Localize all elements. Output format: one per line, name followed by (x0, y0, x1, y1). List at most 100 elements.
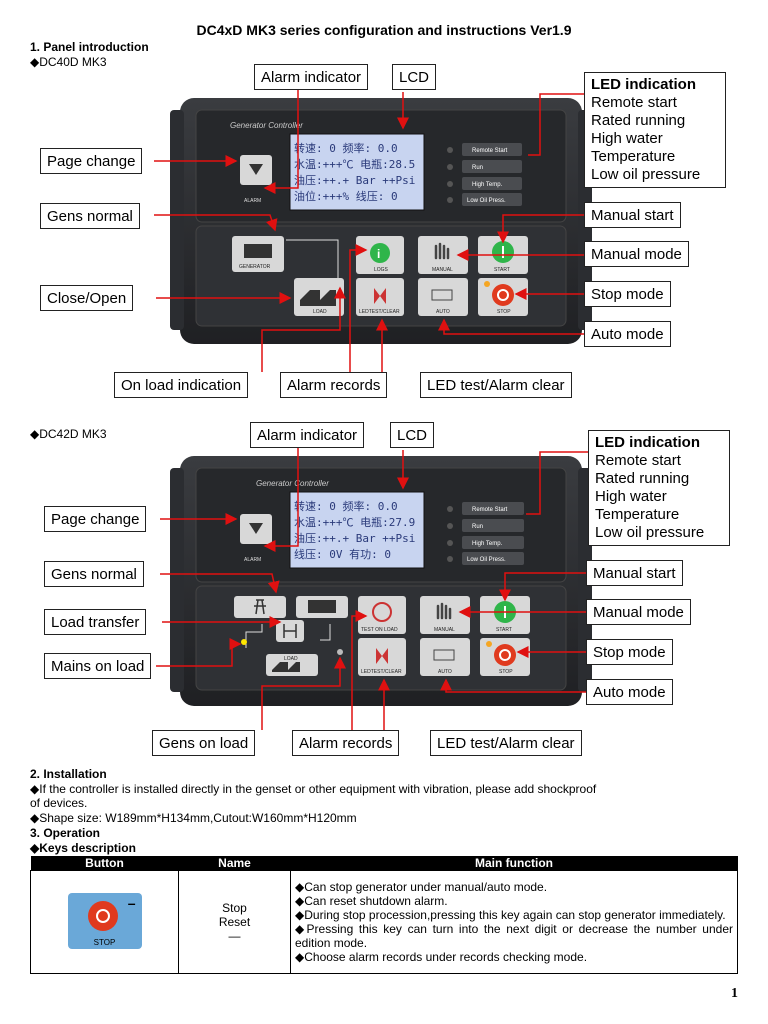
callout-alarm-records: Alarm records (280, 372, 388, 398)
test-on-load-icon (372, 602, 392, 622)
generator-icon (244, 244, 272, 258)
led-indication-title: LED indication (591, 76, 696, 93)
lcd-line: 水温:+++℃ 电瓶:27.9 (294, 515, 415, 529)
table-header: Main function (290, 856, 738, 871)
led-indication-item: High water (595, 488, 667, 505)
callout-load-transfer: Load transfer (44, 609, 147, 635)
function-cell: ◆Can stop generator under manual/auto mo… (290, 870, 738, 974)
hand-icon (436, 602, 452, 620)
load-label: LOAD (313, 309, 327, 315)
installation-shape-size: ◆Shape size: W189mm*H134mm,Cutout:W160mm… (30, 811, 357, 825)
auto-icon (431, 289, 453, 301)
model-dc40d: ◆DC40D MK3 (30, 55, 107, 69)
lcd-line: 线压: 0V 有功: 0 (294, 547, 391, 561)
callout-stop-mode: Stop mode (586, 639, 673, 665)
gens-on-load-led (337, 649, 343, 655)
led-list: Remote Start Run High Temp. Low Oil Pres… (447, 143, 522, 206)
installation-text: ◆If the controller is installed directly… (30, 782, 597, 796)
callout-led-test: LED test/Alarm clear (430, 730, 582, 756)
button-cell: – STOP (30, 870, 179, 974)
stop-button-image: – STOP (67, 892, 142, 949)
alarm-label: ALARM (244, 198, 261, 204)
manual-label: MANUAL (432, 267, 453, 273)
callout-page-change: Page change (40, 148, 143, 174)
led-test-icon (374, 288, 386, 304)
table-header: Button (30, 856, 179, 871)
callout-gens-normal: Gens normal (40, 203, 140, 229)
callout-on-load-indication: On load indication (114, 372, 249, 398)
callout-alarm-indicator: Alarm indicator (254, 64, 369, 90)
table-row: – STOP Stop Reset — ◆Can stop generator … (30, 870, 738, 974)
test-on-load-button[interactable] (358, 596, 406, 634)
led-indication-item: Temperature (595, 506, 680, 523)
callout-auto-mode: Auto mode (586, 679, 673, 705)
alarm-label: ALARM (244, 557, 261, 563)
callout-alarm-records: Alarm records (292, 730, 400, 756)
keys-table: Button Name Main function – STOP Stop Re… (30, 856, 738, 974)
installation-text: of devices. (30, 796, 88, 810)
load-icon (272, 662, 300, 672)
generator-icon (308, 600, 336, 613)
callout-gens-on-load: Gens on load (152, 730, 256, 756)
callout-auto-mode: Auto mode (584, 321, 671, 347)
led-label: Run (472, 165, 483, 171)
led-indication-box: LED indication Remote start Rated runnin… (584, 72, 726, 188)
lcd-line: 油压:++.+ Bar ++Psi (294, 531, 415, 545)
dc40d-panel: Generator Controller 转速: 0 频率: 0.0 水温:++… (170, 98, 592, 344)
callout-page-change: Page change (44, 506, 147, 532)
callout-manual-mode: Manual mode (586, 599, 691, 625)
stop-led (484, 281, 490, 287)
callout-manual-mode: Manual mode (584, 241, 689, 267)
key-name: — (228, 929, 241, 943)
stop-icon (494, 644, 516, 666)
led-indication-item: Low oil pressure (591, 166, 701, 183)
stop-led (486, 641, 492, 647)
led-test-button[interactable] (356, 278, 404, 316)
callout-lcd: LCD (390, 422, 435, 448)
mains-on-load-led (241, 639, 247, 645)
stop-label: STOP (497, 309, 511, 315)
lcd-line: 油位:+++% 线压: 0 (294, 189, 398, 203)
led-indication-item: Rated running (595, 470, 690, 487)
led-indication-title: LED indication (595, 434, 700, 451)
led-indication-item: Remote start (591, 94, 677, 111)
callout-gens-normal: Gens normal (44, 561, 144, 587)
function-item: ◆During stop procession,pressing this ke… (295, 908, 726, 922)
callout-alarm-indicator: Alarm indicator (250, 422, 365, 448)
auto-mode-button[interactable] (420, 638, 470, 676)
keys-description-heading: ◆Keys description (30, 841, 136, 855)
callout-manual-start: Manual start (584, 202, 681, 228)
controller-title: Generator Controller (230, 121, 303, 130)
led-label: Run (472, 524, 483, 530)
led-label: Low Oil Press. (467, 198, 506, 204)
function-item: ◆Can reset shutdown alarm. (295, 894, 448, 908)
callout-lcd: LCD (392, 64, 437, 90)
led-indication-box: LED indication Remote start Rated runnin… (588, 430, 730, 546)
callout-led-test: LED test/Alarm clear (420, 372, 572, 398)
auto-icon (433, 649, 455, 661)
mains-button[interactable] (234, 596, 286, 618)
load-label: LOAD (284, 656, 298, 662)
led-indication-item: Remote start (595, 452, 681, 469)
load-icon (300, 290, 336, 306)
triangle-down-icon (249, 164, 263, 175)
generator-label: GENERATOR (239, 264, 271, 270)
logs-label: LOGS (374, 267, 389, 273)
triangle-down-icon (249, 523, 263, 534)
led-test-button[interactable] (358, 638, 406, 676)
led-label: Low Oil Press. (467, 557, 506, 563)
auto-mode-button[interactable] (418, 278, 468, 316)
table-header-row: Button Name Main function (30, 856, 738, 871)
model-dc42d: ◆DC42D MK3 (30, 427, 107, 441)
name-cell: Stop Reset — (178, 870, 291, 974)
led-test-icon (376, 648, 388, 664)
function-item: ◆Choose alarm records under records chec… (295, 950, 588, 964)
led-indication-item: Temperature (591, 148, 676, 165)
auto-label: AUTO (438, 669, 452, 675)
controller-title: Generator Controller (256, 479, 329, 488)
hand-icon (434, 242, 450, 260)
lcd-line: 转速: 0 频率: 0.0 (294, 141, 398, 155)
function-item: ◆Can stop generator under manual/auto mo… (295, 880, 548, 894)
start-label: START (494, 267, 510, 273)
